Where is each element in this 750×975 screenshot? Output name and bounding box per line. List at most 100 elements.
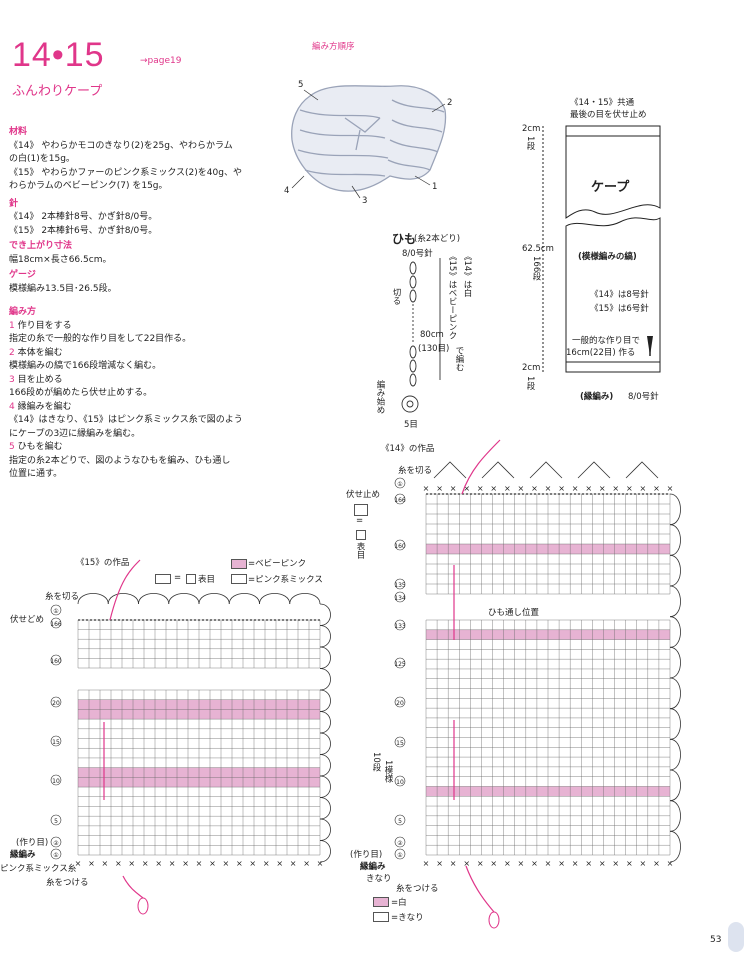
legend-swatch-mix [231,574,247,584]
chart14-edge-top: × [653,484,660,493]
chart14-edge-side [669,677,681,710]
chart15-edge-side [319,754,331,777]
method-step-text: にケープの3辺に縁編みを編む。 [9,428,141,439]
cord-hook: 8/0号針 [402,249,433,259]
chart14-edge-bottom: × [436,859,443,868]
chart15-edging-color: ピンク系ミックス糸 [0,864,77,874]
legend-swatch-knit [155,574,171,584]
chart15-edge-top [228,593,260,605]
cord-title: ひも [392,232,417,246]
chart14-edge-bottom: × [490,859,497,868]
chart15-edge-bottom: × [236,859,243,868]
chart15-edge-bottom: × [169,859,176,868]
materials-heading: 材料 [9,127,28,137]
chart15-row-label: 5 [54,818,58,825]
chart14-cord-position: ひも通し位置 [488,608,540,618]
legend-kinari: =きなり [391,913,424,923]
chart15-edge-bottom: × [263,859,270,868]
chart14-yarn-tail [461,439,501,495]
schematic-length-rows: 166段 [531,256,541,281]
chart14-edge-top: × [585,484,592,493]
legend-swatch-kinari [373,912,389,922]
method-step-text: 指定の糸2本どりで、図のようなひもを編み、ひも通し [9,455,231,466]
legend-white: =白 [391,898,407,908]
chart15-edge-bottom: × [88,859,95,868]
method-step-title: 5 ひもを編む [9,442,63,452]
chart14-edge-bottom: × [585,859,592,868]
chart14-edge-bottom: × [477,859,484,868]
chart14-top-stripe [426,544,670,554]
size-heading: でき上がり寸法 [9,241,73,251]
schematic-pattern: (模様編みの縞) [578,252,637,262]
cord-strands: (糸2本どり) [414,234,461,244]
pattern-number: 14•15 [12,36,105,74]
chart15-main-stripe [78,767,320,778]
chart14-edging-color: きなり [366,874,392,884]
chart14-cut: 糸を切る [398,466,433,476]
chart15-edge-bottom: × [223,859,230,868]
method-step-text: 位置に通す。 [9,469,63,479]
schematic-bottom-height: 2cm [522,363,541,373]
chart15-edge-bottom: × [142,859,149,868]
cord-length: 80cm [420,330,444,340]
legend-baby-pink: =ベビーピンク [248,559,307,569]
chart14-edge-side [669,616,681,648]
chart15-edge-bottom: × [276,859,283,868]
chart14-edge-bottom: × [450,859,457,868]
chart15-edge-bottom: × [196,859,203,868]
chart15-edge-side [319,646,331,669]
chart15-edge-bottom: × [182,859,189,868]
chart14-edge-top: × [545,484,552,493]
chart14-edge-top: × [667,484,674,493]
chart14-edge-top: × [423,484,430,493]
chart15-row-marker [50,774,62,786]
chart14-edge-top: × [626,484,633,493]
schematic-top-rows: 1段 [525,136,535,150]
chart15-edge-side [319,711,331,734]
chart14-edge-top: × [558,484,565,493]
chart14-row-label: 160 [394,543,406,550]
chart14-edge-bottom: × [572,859,579,868]
legend-pink-mix: =ピンク系ミックス [248,575,323,585]
chart14-edge-bottom: × [504,859,511,868]
chart14-edge-side [669,830,681,863]
chart15-row-label: 15 [52,739,60,746]
chart14-row-label: 20 [396,700,404,707]
chart14-edge-top: × [531,484,538,493]
chart14-edge-side [669,554,681,587]
cord-stitches: (130目) [418,344,450,354]
chart15-edge-bottom: × [249,859,256,868]
chart15-edge-bottom: × [290,859,297,868]
instructions: 材料 《14》 やわらかモコのきなり(2)を25g、やわらかラム の白(1)を1… [9,126,249,482]
chart14-row-marker [394,657,406,669]
chart14-edge-bottom: × [463,859,470,868]
schematic-cast-on: 一般的な作り目で [572,336,641,346]
chart15-edge-top [107,593,139,605]
chart15-edge-side [319,689,331,712]
chart15-attach: 糸をつける [46,878,89,888]
chart14-row-marker [394,736,406,748]
chart14-edging: 縁編み [360,862,386,872]
chart14-edge-side [669,646,681,679]
chart15-main-stripe [78,767,320,788]
schematic-cast-on: 16cm(22目) 作る [566,348,636,358]
method-step-text: 模様編みの縞で166段増減なく編む。 [9,361,162,371]
method-step-title: 1 作り目をする [9,320,72,331]
chart14-edge-top: × [477,484,484,493]
chart15-row-label: 10 [52,778,60,785]
legend-eq: = [174,573,182,583]
chart15-edge-bottom: × [128,859,135,868]
chart14-edge-top: × [612,484,619,493]
chart14-row-label: 5 [398,818,402,825]
chart15-yarn-start [122,875,144,899]
legend-swatch-baby-pink [231,559,247,569]
chart14-edge-top: × [450,484,457,493]
chart14-edge-side [669,585,681,618]
chart15-row-marker [50,604,62,616]
schematic-length: 62.5cm [522,244,554,254]
illustration-label: 1 [432,182,438,192]
chart15-edge-side [319,732,331,755]
chart15-edge-side [319,840,331,863]
schematic-needle-15: 《15》は6号針 [590,304,649,314]
chart14-row-marker [394,619,406,631]
